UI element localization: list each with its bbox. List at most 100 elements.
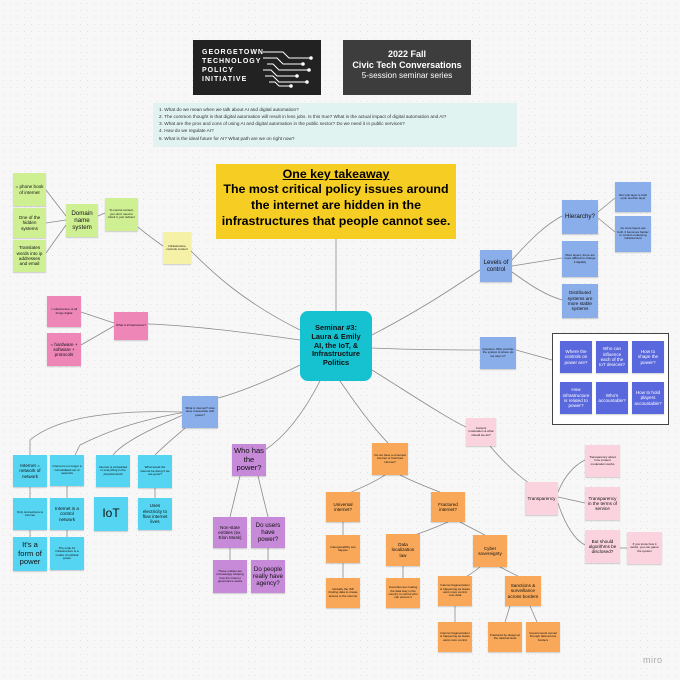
- series-title-line: Civic Tech Conversations: [352, 59, 462, 70]
- sticky-note[interactable]: Who has the power?: [232, 444, 266, 476]
- sticky-note[interactable]: Transparency: [525, 482, 558, 515]
- question-item: 3. What are the pros and cons of using A…: [159, 121, 405, 127]
- connector: [257, 475, 269, 518]
- sticky-note[interactable]: Cyber sovereignty: [473, 535, 507, 567]
- sticky-note[interactable]: These entities are increasingly shaping …: [213, 560, 247, 593]
- sticky-note[interactable]: Internet is a control network: [50, 498, 84, 530]
- connector: [339, 380, 391, 446]
- sticky-note[interactable]: What would the internet be doing if we a…: [138, 455, 172, 488]
- sticky-note[interactable]: What is infrastructure?: [114, 312, 148, 340]
- sticky-note[interactable]: Translates words into ip addresses and e…: [13, 240, 46, 272]
- connector: [511, 257, 563, 267]
- connector: [511, 271, 563, 301]
- sticky-note[interactable]: Levels of control: [480, 250, 512, 282]
- hub-line: Infrastructure: [311, 349, 361, 359]
- central-topic-node[interactable]: Seminar #3: Laura & Emily AI, the IoT, &…: [300, 311, 372, 381]
- sticky-note[interactable]: Internet fragmentation is happening as s…: [438, 622, 472, 652]
- grid-note[interactable]: Who's accountable?: [596, 382, 628, 414]
- sticky-note[interactable]: Domain name system: [66, 204, 98, 237]
- takeaway-line: infrastructures that people cannot see.: [221, 213, 451, 228]
- question-item: 5. What is the ideal future for AI? What…: [159, 135, 295, 141]
- sticky-note[interactable]: Transparency about how content moderatio…: [585, 445, 620, 477]
- connector: [217, 364, 301, 399]
- sticky-note[interactable]: Hierarchy?: [562, 200, 598, 234]
- seminar-questions[interactable]: 1. What do we mean when we talk about AI…: [153, 103, 517, 147]
- sticky-note[interactable]: IoT: [94, 497, 128, 531]
- connector: [371, 369, 469, 429]
- sticky-note[interactable]: If you know how it works, you can game t…: [627, 532, 662, 564]
- sticky-note[interactable]: Fractured by design at the national leve…: [488, 622, 522, 652]
- sticky-note[interactable]: Data localization law: [386, 534, 420, 566]
- question-item: 1. What do we mean when we talk about AI…: [159, 107, 299, 112]
- connector: [557, 502, 586, 546]
- grid-note[interactable]: How to shape the power?: [632, 341, 664, 373]
- question-item: 2. The common thought is that digital au…: [159, 114, 447, 120]
- sticky-note[interactable]: = phone book of internet: [13, 173, 46, 206]
- connector: [112, 411, 191, 456]
- connector: [557, 496, 586, 504]
- sticky-note[interactable]: = hardware + software + protocols: [47, 333, 81, 366]
- connector: [189, 249, 301, 331]
- connector: [557, 459, 586, 493]
- connector: [511, 215, 563, 261]
- connector: [97, 212, 106, 217]
- series-title-card: 2022 Fall Civic Tech Conversations 5-ses…: [343, 40, 471, 95]
- series-title-line: 2022 Fall: [387, 49, 427, 59]
- sticky-note[interactable]: What is internet? How does it associate …: [182, 396, 218, 428]
- grid-note[interactable]: Where the controls on power are?: [560, 341, 592, 373]
- sticky-note[interactable]: To control content, you don't need to bl…: [105, 198, 138, 231]
- sticky-note[interactable]: = substructure of all things digital: [47, 296, 81, 327]
- sticky-note[interactable]: More layers, there are more difficult to…: [562, 241, 598, 277]
- sticky-note[interactable]: Content moderation & what should we do?: [466, 418, 496, 446]
- sticky-note[interactable]: Universal internet?: [326, 492, 360, 522]
- sticky-note[interactable]: One of the hidden systems: [13, 208, 46, 238]
- grid-note[interactable]: How to hold players accountable?: [632, 382, 664, 414]
- takeaway-heading: One key takeaway: [282, 167, 390, 181]
- sticky-note[interactable]: Do we have a universal internet or fract…: [372, 443, 408, 475]
- sticky-note[interactable]: Countries are making the data stay in th…: [386, 578, 420, 608]
- sticky-note[interactable]: But should algorithms be disclosed?: [585, 530, 620, 563]
- sticky-note[interactable]: Only connections to internet: [13, 498, 47, 530]
- takeaway-line: the internet are hidden in the: [250, 198, 422, 212]
- connector: [80, 311, 115, 324]
- connector: [74, 411, 187, 456]
- sticky-note[interactable]: Rec pile layer is built upon another lay…: [615, 182, 651, 212]
- sticky-note[interactable]: Question: Who controls the system & wher…: [480, 337, 516, 369]
- sticky-note[interactable]: Internet is embedded in everything in th…: [96, 455, 130, 487]
- sticky-note[interactable]: Uses electricity to flow internet lives: [138, 498, 172, 530]
- grid-note[interactable]: Who can influence each of the IoT device…: [596, 341, 628, 373]
- sticky-note[interactable]: As more layers are built, it becomes har…: [615, 216, 651, 252]
- sticky-note[interactable]: Sanctions & surveillance across borders: [505, 576, 541, 606]
- logo-line: INITIATIVE: [202, 75, 248, 83]
- takeaway-line: The most critical policy issues around: [223, 182, 449, 197]
- connector: [45, 189, 67, 217]
- hub-line: Politics: [322, 358, 350, 368]
- sticky-note[interactable]: Globally the ISP binding data to create …: [326, 578, 360, 608]
- sticky-note[interactable]: Non-state entities (ex. Elon Musk): [213, 517, 247, 548]
- georgetown-logo: GEORGETOWN TECHNOLOGY POLICY INITIATIVE: [193, 40, 321, 95]
- sticky-note[interactable]: Interoperability can happen: [326, 535, 360, 563]
- hub-line: AI, the IoT, &: [313, 340, 359, 350]
- connector: [371, 269, 481, 336]
- connector: [45, 224, 67, 254]
- sticky-note[interactable]: Fractured internet?: [431, 492, 465, 522]
- sticky-note[interactable]: Internet fragmentation is happening as s…: [438, 576, 472, 606]
- connector: [529, 605, 538, 623]
- sticky-note[interactable]: It's a form of power: [13, 537, 47, 571]
- sticky-note[interactable]: Do people really have agency?: [251, 560, 285, 593]
- sticky-note[interactable]: Distributed systems are more stable syst…: [562, 284, 598, 318]
- logo-line: POLICY: [202, 66, 235, 74]
- grid-note[interactable]: How infrastructure is related to power?: [560, 382, 592, 414]
- sticky-note[interactable]: Infrastructure controls content: [163, 232, 191, 264]
- connector: [264, 380, 321, 451]
- sticky-note[interactable]: Governments surveil through data across …: [526, 622, 560, 652]
- circuit-icon: [263, 51, 313, 88]
- question-item: 4. How do we regulate AI?: [159, 128, 214, 134]
- sticky-note[interactable]: Internet is no longer a consolidated set…: [50, 455, 84, 486]
- sticky-note[interactable]: Transparency in the terms of service: [585, 487, 620, 520]
- key-takeaway-card[interactable]: One key takeaway The most critical polic…: [216, 164, 456, 239]
- sticky-note[interactable]: The code for infrastructure is a matter …: [50, 537, 84, 570]
- sticky-note[interactable]: Internet = network of network: [13, 455, 47, 487]
- sticky-note[interactable]: Do users have power?: [251, 517, 285, 548]
